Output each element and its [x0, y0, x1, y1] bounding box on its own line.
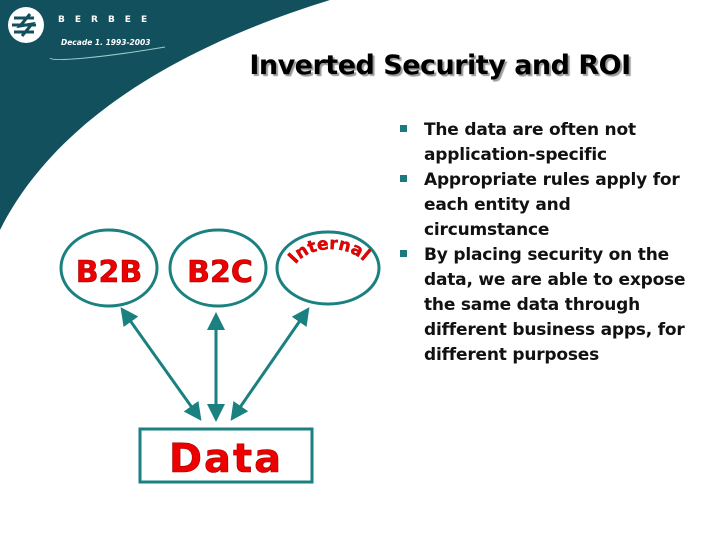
data-box-label: Data: [169, 436, 283, 482]
slide-title: Inverted Security and ROI: [249, 50, 631, 81]
bullet-item: By placing security on the data, we are …: [400, 243, 700, 368]
data-box: [138, 427, 314, 484]
arrow-b2b-data: [120, 307, 202, 421]
bullet-item: Appropriate rules apply for each entity …: [400, 168, 700, 243]
node-b2c-label: B2C: [187, 255, 253, 290]
node-b2b: [59, 228, 159, 308]
node-b2b-label: B2B: [76, 255, 143, 290]
node-b2c: [168, 228, 268, 308]
berbee-logo-icon: [8, 7, 44, 43]
banner-background: [0, 0, 330, 230]
node-internal: [275, 230, 381, 306]
logo-brand-text: BERBEE: [58, 15, 158, 25]
bullet-square-icon: [400, 175, 407, 182]
bullet-list: The data are often not application-speci…: [400, 118, 700, 368]
logo-tagline: Decade 1. 1993-2003: [61, 38, 151, 47]
bullet-text: By placing security on the data, we are …: [424, 245, 686, 365]
bullet-text: The data are often not application-speci…: [424, 120, 636, 165]
bullet-item: The data are often not application-speci…: [400, 118, 700, 168]
logo-swoosh: [49, 46, 166, 61]
bullet-square-icon: [400, 250, 407, 257]
bullet-text: Appropriate rules apply for each entity …: [424, 170, 680, 240]
arrow-internal-data: [230, 307, 310, 421]
bullet-square-icon: [400, 125, 407, 132]
